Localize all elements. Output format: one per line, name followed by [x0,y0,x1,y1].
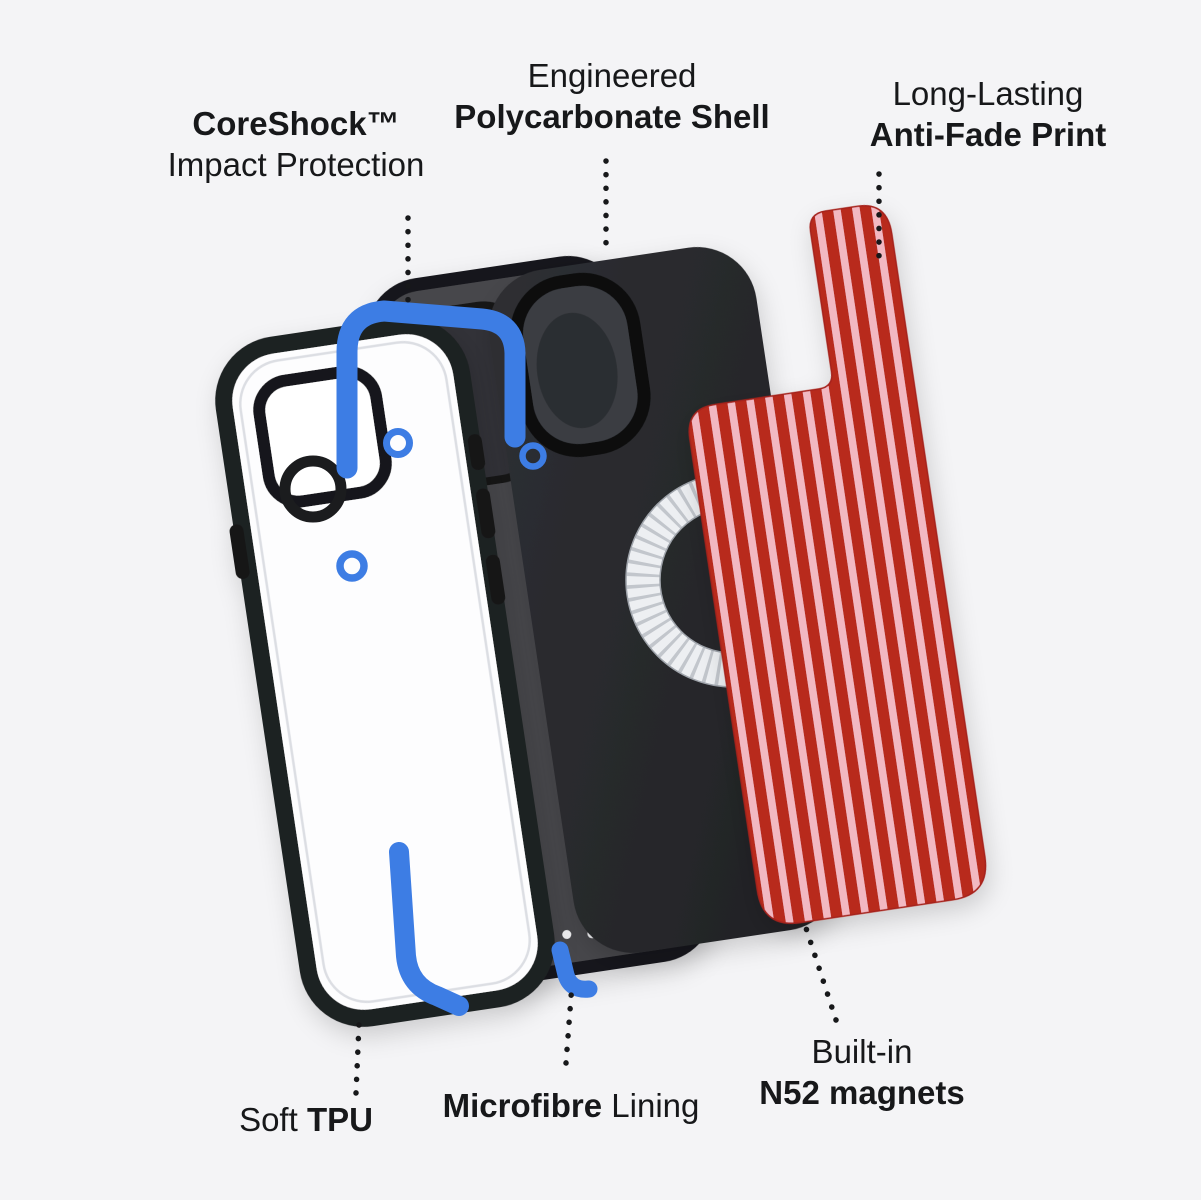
coreshock-grommet [383,428,413,458]
tpu-bumper-layer [215,317,555,1027]
label-magnets-line2: N52 magnets [759,1073,965,1111]
label-microfibre-line: Microfibre Lining [442,1087,700,1124]
label-antifade: Long-Lasting Anti-Fade Print [870,74,1107,156]
label-soft-tpu: Soft TPU [239,1100,373,1141]
side-button [467,434,486,470]
leader-line-magnets [803,925,839,1023]
label-polycarbonate-line2: Polycarbonate Shell [454,97,770,135]
leader-line-tpu [353,1021,362,1096]
label-soft-tpu-line: Soft TPU [239,1101,373,1138]
side-button [485,554,506,605]
striped-plate [688,204,987,925]
coreshock-grommet [336,550,368,582]
coreshock-top-band [336,300,526,479]
label-coreshock-line2: Impact Protection [167,145,425,183]
camera-cutout-frame [253,365,392,508]
leader-line-microfibre [563,981,575,1066]
side-button [475,488,496,539]
label-polycarbonate-line1: Engineered [527,57,697,94]
side-button [229,524,250,579]
label-polycarbonate: Engineered Polycarbonate Shell [454,56,769,138]
label-antifade-line1: Long-Lasting [892,75,1084,112]
label-magnets-line1: Built-in [811,1033,913,1070]
coreshock-bottom-band [389,842,469,1016]
label-antifade-line2: Anti-Fade Print [869,115,1107,153]
label-coreshock: CoreShock™ Impact Protection [168,104,425,186]
coreshock-grommet [519,442,547,470]
speaker-dot [562,929,572,939]
coreshock-bottom-stub [551,941,598,998]
printed-plate-layer [688,204,987,925]
label-magnets: Built-in N52 magnets [759,1032,964,1114]
leader-lines [353,158,882,1096]
camera-lens-ring [279,455,347,523]
label-microfibre: Microfibre Lining [443,1086,700,1127]
coreshock-inserts [336,300,598,1016]
label-coreshock-line1: CoreShock™ [192,105,400,142]
camera-opening-shadow [536,312,618,429]
